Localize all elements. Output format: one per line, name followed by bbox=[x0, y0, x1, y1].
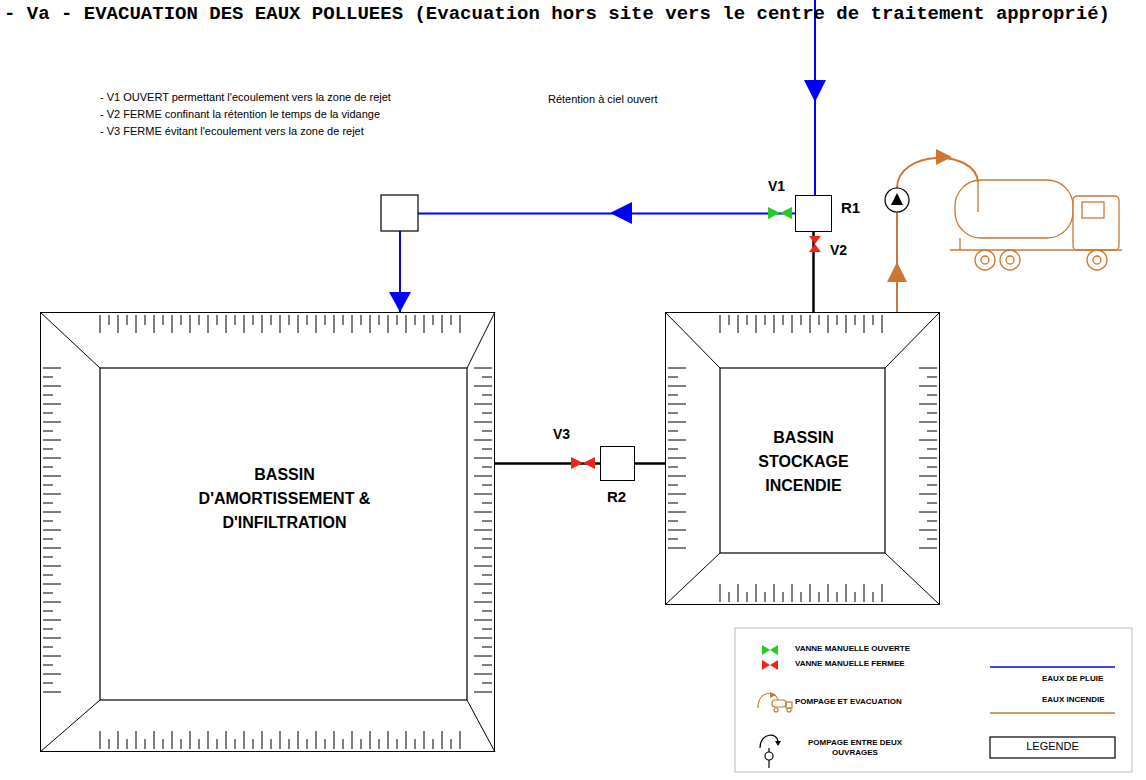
legend-entry: VANNE MANUELLE FERMEE bbox=[795, 659, 905, 669]
valve-open bbox=[768, 207, 792, 219]
legend-title-box bbox=[990, 737, 1115, 758]
junction-box: R1 bbox=[795, 195, 832, 232]
valve-closed bbox=[571, 457, 595, 469]
legend-pump-between bbox=[760, 735, 781, 768]
legend-entry: VANNE MANUELLE OUVERTE bbox=[795, 644, 910, 654]
inspection-box bbox=[381, 195, 418, 231]
basin-name: BASSIN STOCKAGE INCENDIE bbox=[751, 426, 856, 498]
legend-entry: EAUX DE PLUIE bbox=[1042, 674, 1103, 684]
valve-label: V3 bbox=[553, 426, 570, 442]
box-label: R1 bbox=[841, 197, 860, 220]
note: - V1 OUVERT permettant l'ecoulement vers… bbox=[100, 91, 391, 103]
basin: BASSIN D'AMORTISSEMENT & D'INFILTRATION bbox=[40, 312, 495, 752]
box-label: R2 bbox=[607, 486, 626, 509]
valve-closed bbox=[809, 236, 821, 252]
legend-title: LEGENDE bbox=[990, 740, 1115, 752]
pump-line bbox=[897, 158, 978, 312]
legend-entry: POMPAGE ET EVACUATION bbox=[795, 697, 902, 707]
pipe-connector bbox=[400, 214, 795, 313]
note: - V2 FERME confinant la rétention le tem… bbox=[100, 108, 380, 120]
flow-arrow bbox=[936, 149, 952, 165]
flow-arrow bbox=[804, 80, 826, 102]
valve-label: V1 bbox=[768, 178, 785, 194]
note: - V3 FERME évitant l'ecoulement vers la … bbox=[100, 125, 364, 137]
text-area: R2 bbox=[607, 486, 626, 509]
flow-arrow bbox=[610, 202, 632, 224]
legend-valve-open bbox=[762, 645, 778, 655]
junction-box: R2 bbox=[600, 446, 635, 481]
pipe-connector bbox=[635, 462, 665, 465]
legend-swatch bbox=[990, 712, 1115, 714]
legend-swatch bbox=[990, 666, 1115, 668]
basin-floor bbox=[100, 368, 467, 700]
legend-entry: EAUX INCENDIE bbox=[1042, 695, 1105, 705]
subtitle: Rétention à ciel ouvert bbox=[548, 93, 657, 105]
legend-entry: POMPAGE ENTRE DEUX OUVRAGES bbox=[800, 738, 910, 758]
tanker-truck bbox=[950, 180, 1122, 270]
flow-arrow bbox=[887, 262, 907, 282]
pump-symbol bbox=[885, 188, 909, 212]
pipe-connector bbox=[812, 232, 815, 312]
diagram-title: - Va - EVACUATION DES EAUX POLLUEES (Eva… bbox=[4, 3, 1110, 25]
text-area: BASSIN D'AMORTISSEMENT & D'INFILTRATION bbox=[101, 369, 468, 629]
legend-frame bbox=[735, 628, 1132, 772]
basin-slope-hatching bbox=[40, 312, 940, 752]
valve-label: V2 bbox=[830, 242, 847, 258]
basin: BASSIN STOCKAGE INCENDIE bbox=[665, 312, 940, 605]
text-area: BASSIN STOCKAGE INCENDIE bbox=[721, 369, 886, 554]
basin-name: BASSIN D'AMORTISSEMENT & D'INFILTRATION bbox=[197, 463, 372, 535]
text-area: R1 bbox=[841, 197, 860, 220]
basin-floor bbox=[720, 368, 885, 553]
legend-pump-truck bbox=[758, 692, 792, 712]
legend-valve-closed bbox=[762, 660, 778, 670]
